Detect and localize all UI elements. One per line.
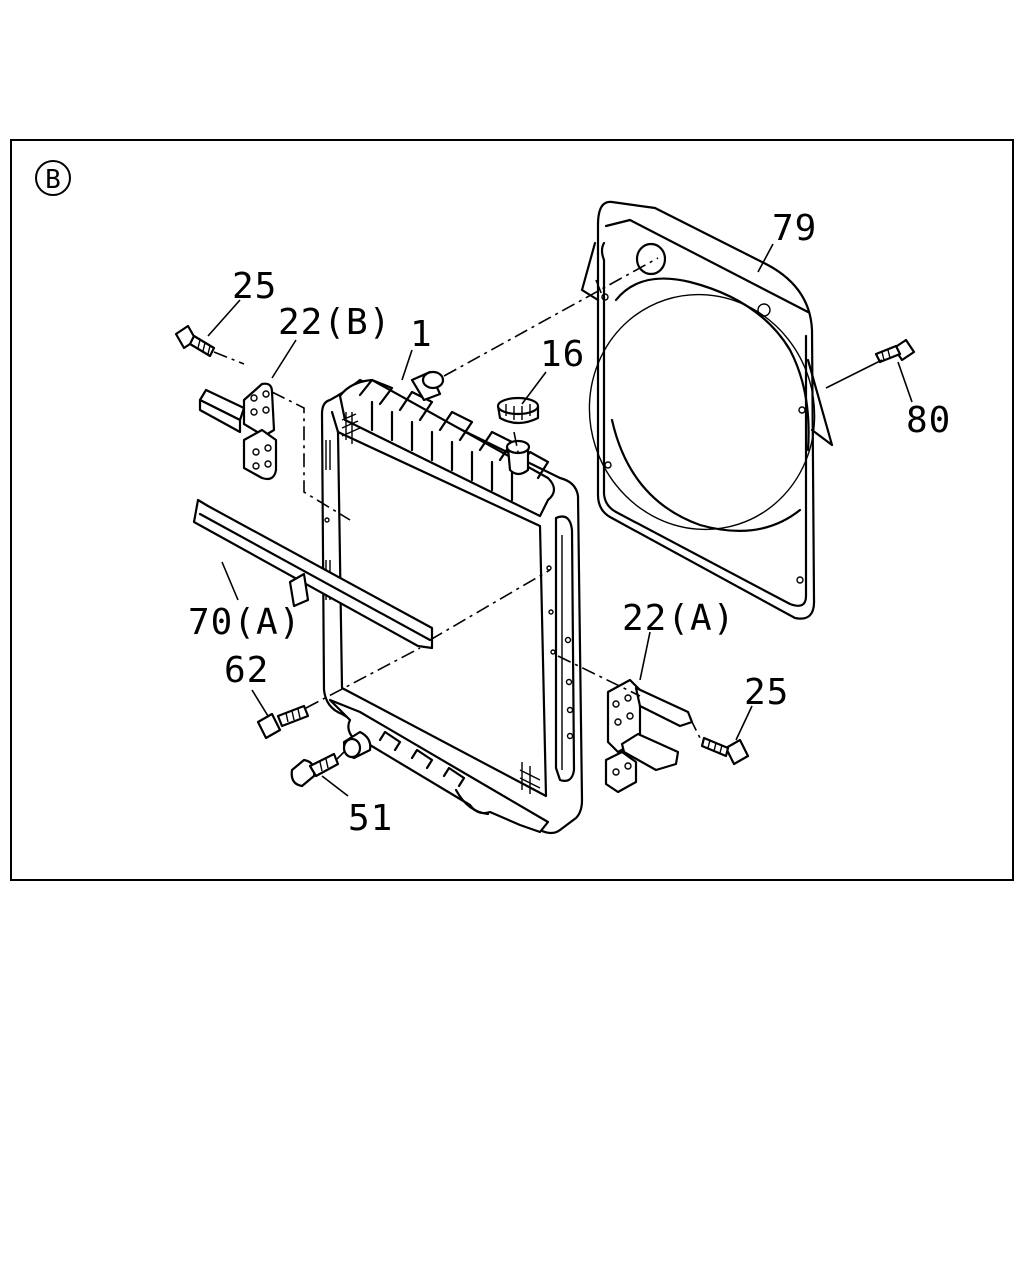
- leader-51: [321, 775, 349, 797]
- phantom-line-16: [513, 431, 519, 453]
- bracket-22b: [198, 382, 278, 481]
- phantom-line-25-upper: [213, 351, 245, 365]
- callout-1: 1: [410, 314, 433, 355]
- fan-shroud: [580, 200, 834, 620]
- callout-22a: 22(A): [622, 598, 735, 639]
- diagram-frame: [10, 139, 1014, 881]
- leader-80-line: [825, 359, 883, 389]
- leader-62: [251, 689, 269, 717]
- callout-16: 16: [540, 334, 585, 375]
- callout-51: 51: [348, 798, 393, 839]
- bolt-62: [256, 704, 310, 740]
- phantom-line-inlet: [443, 257, 659, 377]
- phantom-line-25-lower: [689, 717, 703, 743]
- phantom-line-22b: [271, 391, 351, 521]
- stay-70a: [192, 498, 434, 650]
- bolt-80: [874, 338, 916, 364]
- leader-16: [521, 371, 547, 405]
- phantom-line-shroud: [595, 279, 605, 301]
- view-marker-letter: B: [45, 165, 61, 195]
- callout-25-lower: 25: [744, 672, 789, 713]
- phantom-line-51: [335, 751, 345, 761]
- callout-62: 62: [224, 650, 269, 691]
- leader-25-upper: [207, 299, 241, 337]
- callout-25-upper: 25: [232, 266, 277, 307]
- callout-80: 80: [906, 400, 951, 441]
- leader-80: [897, 361, 913, 403]
- radiator: [320, 370, 584, 835]
- phantom-line-62: [305, 647, 421, 709]
- leader-25-lower: [735, 705, 753, 741]
- callout-70a: 70(A): [188, 602, 301, 643]
- bracket-22a: [604, 678, 694, 794]
- leader-79: [757, 243, 774, 273]
- leader-70a: [221, 561, 239, 601]
- view-marker: B: [35, 160, 71, 196]
- leader-22b: [271, 339, 297, 379]
- leader-22a: [639, 631, 651, 681]
- bolt-25-upper: [174, 324, 216, 358]
- bolt-25-lower: [700, 736, 750, 766]
- leader-1: [401, 349, 413, 381]
- callout-79: 79: [772, 208, 817, 249]
- drain-cock-51: [290, 752, 340, 788]
- radiator-cap: [496, 396, 540, 425]
- phantom-line-stay: [429, 569, 551, 641]
- callout-22b: 22(B): [278, 302, 391, 343]
